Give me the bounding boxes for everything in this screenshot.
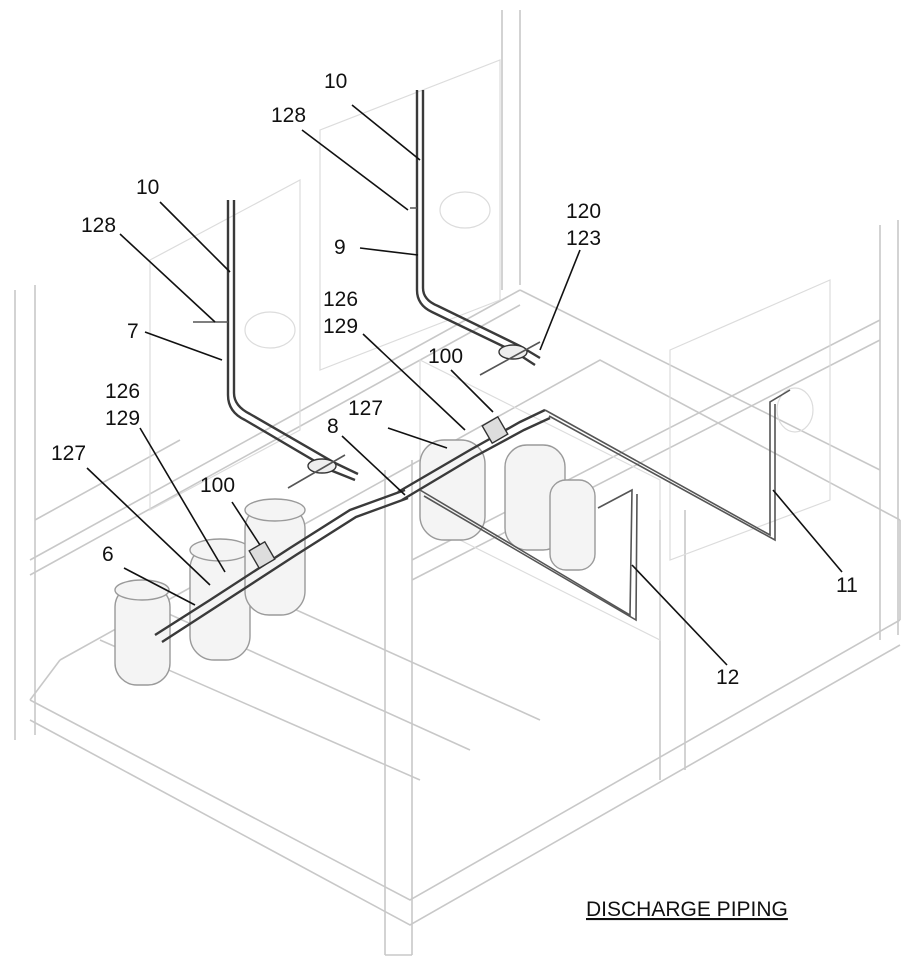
callout-7: 7 — [127, 320, 139, 343]
callout-100-left: 100 — [200, 474, 235, 497]
callout-8: 8 — [327, 415, 339, 438]
callout-127-left: 127 — [51, 442, 86, 465]
callout-9: 9 — [334, 236, 346, 259]
callout-11: 11 — [836, 574, 858, 597]
compressors — [114, 439, 596, 686]
callout-120: 120 — [566, 200, 601, 223]
callout-labels: 10 128 10 128 9 120 123 7 126 129 100 12… — [51, 70, 858, 689]
callout-100-right: 100 — [428, 345, 463, 368]
callout-127-center: 127 — [348, 397, 383, 420]
callout-128-left: 128 — [81, 214, 116, 237]
callout-129-center: 129 — [323, 315, 358, 338]
callout-12: 12 — [716, 666, 739, 689]
callout-128-right: 128 — [271, 104, 306, 127]
callout-126-center: 126 — [323, 288, 358, 311]
callout-123: 123 — [566, 227, 601, 250]
callout-129-left: 129 — [105, 407, 140, 430]
callout-10-left: 10 — [136, 176, 159, 199]
discharge-pipes — [154, 90, 791, 644]
callout-126-left: 126 — [105, 380, 140, 403]
callout-6: 6 — [102, 543, 114, 566]
callout-10-right: 10 — [324, 70, 347, 93]
leader-lines — [86, 104, 843, 666]
diagram-caption: DISCHARGE PIPING — [586, 898, 788, 921]
